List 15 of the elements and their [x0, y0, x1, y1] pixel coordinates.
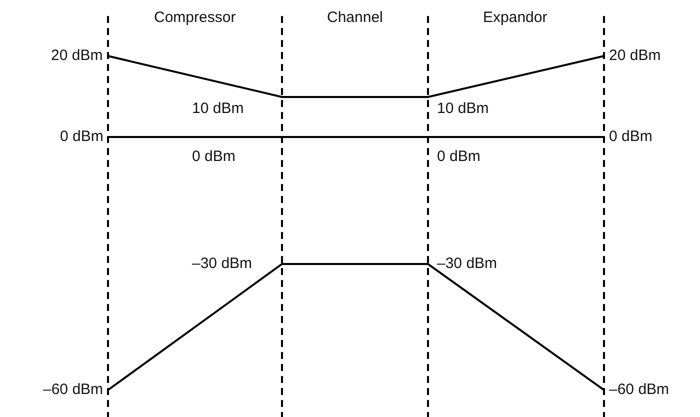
level-label: 0 dBm — [192, 148, 236, 166]
level-label: 10 dBm — [192, 100, 244, 118]
level-label: 10 dBm — [437, 100, 489, 118]
stage-label: Expandor — [483, 9, 548, 27]
level-label: 20 dBm — [51, 47, 103, 65]
stage-label: Compressor — [154, 9, 236, 27]
level-label: –30 dBm — [437, 255, 498, 273]
level-label: 0 dBm — [437, 148, 480, 166]
level-label: 20 dBm — [609, 47, 661, 65]
level-label: –60 dBm — [43, 381, 104, 399]
level-label: –30 dBm — [192, 255, 252, 273]
stage-label: Channel — [327, 9, 383, 27]
level-label: 0 dBm — [609, 128, 652, 146]
level-label: 0 dBm — [60, 128, 104, 146]
level-label: –60 dBm — [609, 381, 670, 399]
